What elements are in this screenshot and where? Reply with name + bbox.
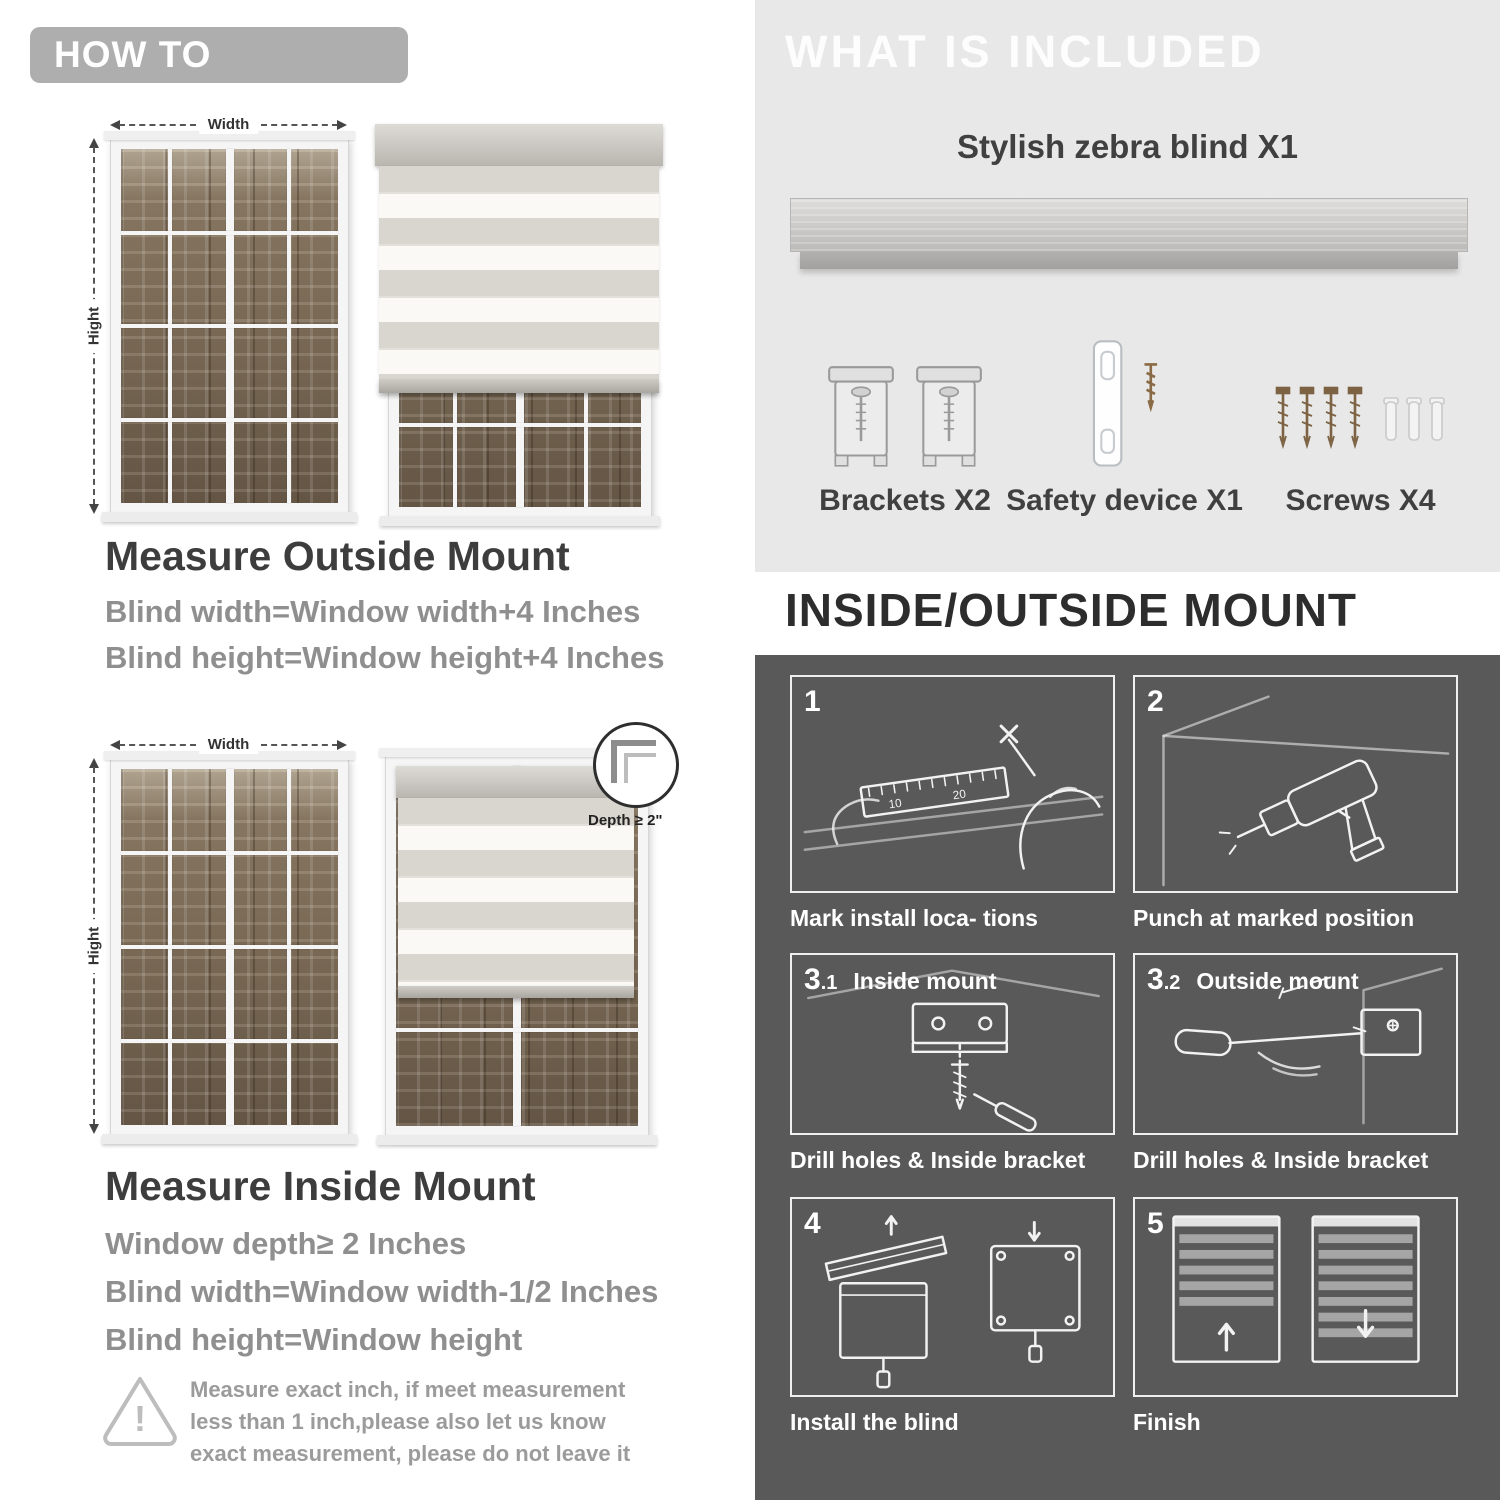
brackets-label: Brackets X2 [819, 484, 991, 517]
inside-mount-label: Inside mount [853, 968, 997, 994]
height-arrow: Hight [85, 758, 103, 1134]
window-illustration [102, 131, 357, 522]
inside-outside-mount-header: INSIDE/OUTSIDE MOUNT [785, 584, 1358, 636]
step-3-2-number: 3.2 Outside mount [1147, 963, 1359, 996]
how-to-measure-header: HOW TO MEASURE [30, 27, 408, 131]
inside-bracket-art [807, 969, 1100, 1132]
included-panel: WHAT IS INCLUDED Stylish zebra blind X1 [755, 0, 1500, 572]
exclamation-mark: ! [134, 1398, 146, 1439]
arrow-left-icon [110, 740, 120, 750]
height-arrow: Hight [85, 138, 103, 514]
blind-bottom-rail [398, 986, 634, 998]
outside-rule-1: Blind width=Window width+4 Inches [105, 594, 641, 629]
outside-mount-label: Outside mount [1196, 968, 1359, 994]
step-5-caption: Finish [1133, 1409, 1201, 1435]
blind-headrail [375, 124, 663, 166]
step-3-2: 3.2 Outside mount [1133, 953, 1458, 1174]
outside-rule-2: Blind height=Window height+4 Inches [105, 640, 665, 675]
step-4-caption: Install the blind [790, 1409, 959, 1435]
height-label: Hight [85, 918, 103, 974]
bracket-icon [828, 366, 894, 467]
step-2: 2 [1133, 675, 1458, 932]
safety-device-icon [1092, 340, 1157, 467]
arrow-up-icon [89, 138, 99, 148]
blind-item-label: Stylish zebra blind X1 [956, 128, 1299, 165]
warning-triangle-icon: ! [98, 1372, 182, 1450]
step-3-1: 3.1 Inside mount [790, 953, 1115, 1174]
measure-outside-title: Measure Outside Mount [105, 533, 570, 579]
mark-locations-art: 10 20 [803, 724, 1104, 870]
what-is-included-header: WHAT IS INCLUDED [785, 26, 1265, 77]
inside-rule-2: Blind width=Window width-1/2 Inches [105, 1274, 659, 1309]
inside-mount-figure: Width Hight [85, 722, 725, 1145]
screws-label: Screws X4 [1285, 484, 1436, 517]
step-2-caption: Punch at marked position [1133, 905, 1415, 931]
blind-zebra-body [379, 166, 659, 379]
arrow-right-icon [337, 740, 347, 750]
svg-text:20: 20 [952, 788, 967, 803]
step-1: 1 10 20 [790, 675, 1115, 932]
step-5: 5 [1133, 1197, 1458, 1436]
included-item-brackets: Brackets X2 [805, 338, 1005, 518]
width-label: Width [198, 116, 259, 134]
step-3-1-number: 3.1 Inside mount [804, 963, 997, 996]
width-arrow: Width [110, 116, 347, 134]
step-5-number: 5 [1147, 1207, 1164, 1240]
arrow-right-icon [337, 120, 347, 130]
measurement-note: Measure exact inch, if meet measurement … [190, 1377, 631, 1466]
headrail-illustration [790, 198, 1468, 269]
step-4-number: 4 [804, 1207, 821, 1240]
anchor-icon [1382, 397, 1445, 441]
screws-icon [1275, 386, 1445, 450]
outside-mount-figure: Width Hight [85, 110, 705, 526]
arrow-down-icon [89, 1124, 99, 1134]
depth-callout: Depth ≥ 2" [588, 812, 663, 829]
height-label: Hight [85, 298, 103, 354]
included-item-screws: Screws X4 [1253, 338, 1468, 518]
arrow-down-icon [89, 504, 99, 514]
blind-zebra-body [398, 798, 634, 986]
step-3-2-caption: Drill holes & Inside bracket [1133, 1147, 1429, 1173]
measure-inside-title: Measure Inside Mount [105, 1163, 536, 1209]
install-blind-art [824, 1215, 1081, 1389]
included-item-safety-device: Safety device X1 [1006, 338, 1243, 518]
step-3-1-caption: Drill holes & Inside bracket [790, 1147, 1086, 1173]
zebra-blind-inside-figure [377, 748, 657, 1145]
screw-icon [1143, 363, 1157, 413]
inside-rule-1: Window depth≥ 2 Inches [105, 1226, 467, 1261]
depth-detail-magnifier [593, 722, 679, 808]
finish-art [1172, 1215, 1420, 1363]
blind-bottom-rail [379, 379, 659, 393]
window-illustration [102, 751, 357, 1144]
inside-rule-3: Blind height=Window height [105, 1322, 523, 1357]
width-arrow: Width [110, 736, 347, 754]
width-label: Width [198, 736, 259, 754]
svg-text:10: 10 [888, 797, 903, 812]
outside-bracket-art [1174, 967, 1443, 1125]
arrow-left-icon [110, 120, 120, 130]
mount-steps-panel: 1 10 20 [755, 655, 1500, 1500]
step-4: 4 [790, 1197, 1115, 1436]
arrow-up-icon [89, 758, 99, 768]
drill-art [1162, 695, 1450, 887]
bracket-icon [916, 366, 982, 467]
step-2-number: 2 [1147, 685, 1164, 718]
step-1-number: 1 [804, 685, 821, 718]
step-1-caption: Mark install loca- tions [790, 905, 1038, 931]
zebra-blind-outside-figure [375, 124, 663, 526]
safety-device-label: Safety device X1 [1006, 484, 1243, 517]
